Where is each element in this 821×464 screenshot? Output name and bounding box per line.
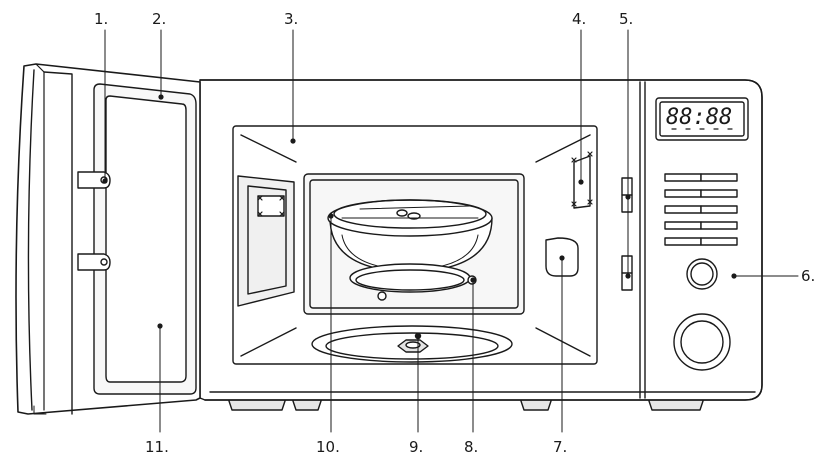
dial-knob[interactable] [673,313,731,371]
function-button[interactable] [664,221,702,230]
callout-10: 10. [316,438,340,456]
control-buttons [664,173,738,246]
function-button[interactable] [664,237,702,246]
callout-labels: 1. 2. 3. 4. 5. 6. 7. 8. 9. 10. 11. [94,10,815,456]
function-button[interactable] [700,237,738,246]
function-button[interactable] [664,173,702,182]
callout-8: 8. [464,438,478,456]
display-readout: 88:88 [666,105,732,130]
function-button[interactable] [700,205,738,214]
function-button[interactable] [700,221,738,230]
roller-ring [349,263,471,293]
callout-11: 11. [145,438,169,456]
control-panel: 88:88 [655,97,749,371]
function-button[interactable] [664,189,702,198]
left-wall-mica-cover [257,195,285,217]
door-hooks [77,171,111,271]
callout-6: 6. [801,267,815,285]
callout-leaders [104,29,799,433]
callout-1: 1. [94,10,108,28]
callout-5: 5. [619,10,633,28]
function-button[interactable] [700,189,738,198]
door [15,63,201,415]
turntable-shaft-area [311,325,513,363]
turntable-assembly [327,199,493,301]
callout-dots [102,94,737,339]
callout-4: 4. [572,10,586,28]
function-button[interactable] [664,205,702,214]
callout-9: 9. [409,438,423,456]
callout-3: 3. [284,10,298,28]
callout-7: 7. [553,438,567,456]
function-button[interactable] [700,173,738,182]
callout-2: 2. [152,10,166,28]
